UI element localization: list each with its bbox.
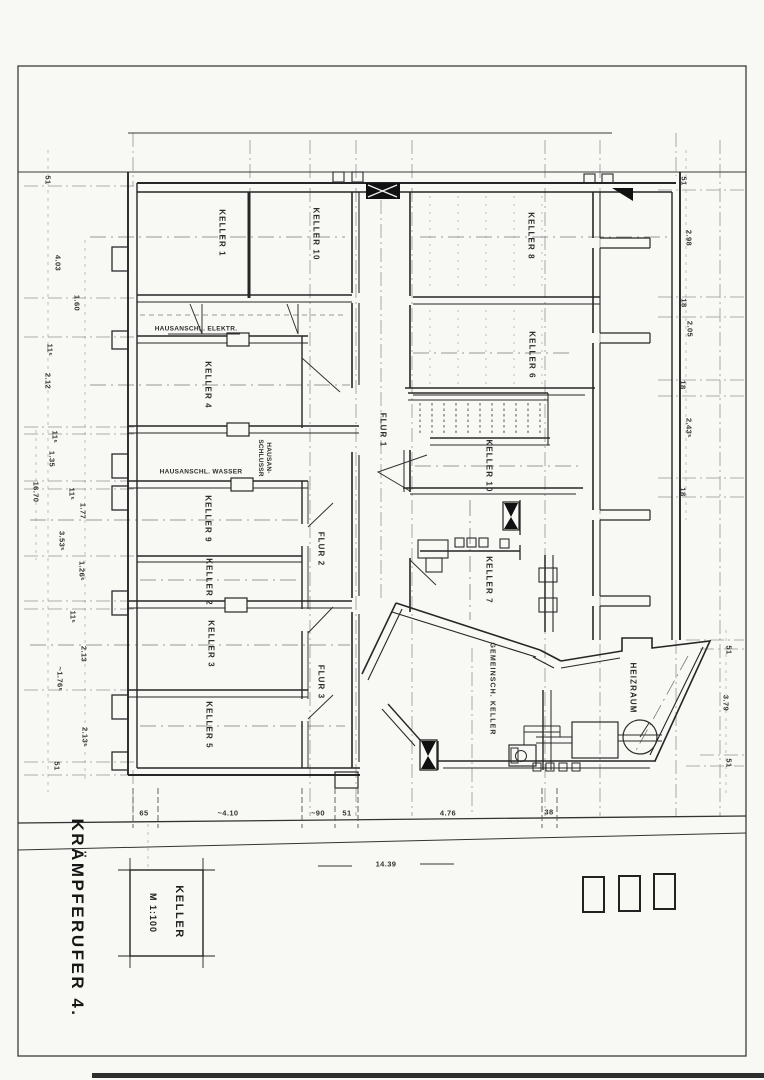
- dim-right-lower-0: 51: [724, 645, 734, 655]
- boiler-room-walls: [334, 602, 712, 789]
- dim-right-lower-1: 3.79: [721, 694, 731, 712]
- dimension-lines: [17, 333, 747, 867]
- room-label-keller-6: KELLER 6: [527, 331, 537, 379]
- small-fixtures: [332, 171, 614, 613]
- room-label-gemeinsch-keller: GEMEINSCH. KELLER: [488, 642, 496, 736]
- title-block-name: KELLER: [173, 885, 185, 939]
- room-label-keller-8: KELLER 8: [526, 212, 536, 260]
- boiler-equipment: [508, 719, 662, 772]
- dim-bottom-4: 4.76: [439, 808, 457, 818]
- room-label-keller-4: KELLER 4: [203, 361, 213, 409]
- wall-wedge: [612, 188, 633, 201]
- dim-left-1: 4.03: [53, 254, 63, 272]
- door-panels: [224, 332, 254, 613]
- dim-left-6: 1.35: [47, 450, 57, 468]
- staircase: [408, 392, 550, 446]
- room-label-flur-2: FLUR 2: [316, 531, 326, 567]
- dim-bottom-5: 38: [544, 807, 554, 817]
- dim-left-0: 51: [43, 175, 53, 185]
- dim-left-5: 11⁵: [50, 430, 60, 444]
- room-label-flur-1: FLUR 1: [378, 412, 388, 448]
- dim-right-5: 2.43⁵: [684, 417, 694, 439]
- sheet-title: KRÄMPFERUFER 4.: [68, 818, 87, 1018]
- label-hausanschlussraum-line1: HAUSAN-: [265, 442, 272, 474]
- joist-lines: [429, 196, 543, 384]
- dim-left-10: 1.26⁵: [77, 560, 87, 582]
- room-label-flur-3: FLUR 3: [316, 664, 326, 700]
- property-lines: [18, 132, 746, 173]
- label-hausanschluss-elektro: HAUSANSCHL. ELEKTR.: [154, 325, 238, 333]
- room-label-keller-3: KELLER 3: [206, 620, 216, 668]
- dim-left-3: 11⁵: [45, 343, 55, 357]
- chimney-symbol-bottom: [419, 739, 438, 771]
- interior-walls: [128, 192, 651, 768]
- dim-left-14: 2.13⁵: [80, 726, 90, 748]
- door-swings: [189, 303, 437, 720]
- room-label-keller-9: KELLER 9: [203, 495, 213, 543]
- title-block: [118, 858, 215, 968]
- room-label-keller-7: KELLER 7: [484, 556, 494, 604]
- label-hausanschlussraum: HAUSAN- SCHLUSSR: [256, 439, 272, 476]
- dim-bottom-3: 51: [342, 808, 352, 818]
- label-hausanschlussraum-line2: SCHLUSSR: [257, 439, 264, 477]
- room-label-keller-5: KELLER 5: [204, 701, 214, 749]
- dim-left-7: 11⁵: [67, 487, 77, 501]
- room-label-keller-10b: KELLER 10: [484, 439, 494, 493]
- chimney-symbol-top: [366, 183, 400, 199]
- dim-right-4: 18: [678, 380, 688, 390]
- dim-right-1: 2.98: [684, 229, 694, 247]
- dim-right-2: 18: [679, 298, 689, 308]
- label-hausanschluss-wasser: HAUSANSCHL. WASSER: [159, 468, 243, 476]
- dim-left-13: ~1.76⁵: [55, 666, 65, 692]
- dim-left-4: 2.12: [43, 372, 53, 390]
- dim-bottom-0: 65: [139, 808, 149, 818]
- dim-left-11: 11⁵: [68, 610, 78, 624]
- dim-left-8: 1.77: [78, 502, 88, 520]
- title-block-scale: M 1:100: [148, 892, 158, 934]
- room-centerlines: [30, 236, 689, 755]
- page-frame: [17, 65, 764, 1078]
- dim-right-6: 18: [678, 487, 688, 497]
- axis-lines: [24, 133, 744, 820]
- chimney-symbol-mid: [502, 501, 520, 531]
- dim-bottom-overall: 14.39: [375, 859, 397, 869]
- dim-bottom-2: ~90: [311, 808, 325, 818]
- dim-left-overall: 16.70: [31, 481, 41, 503]
- punch-marks: [582, 873, 676, 913]
- dim-bottom-1: ~4.10: [217, 808, 239, 818]
- room-label-keller-2: KELLER 2: [204, 558, 214, 606]
- dimension-chain-lines: [35, 150, 727, 868]
- room-label-heizraum: HEIZRAUM: [628, 662, 638, 714]
- dim-left-12: 2.13: [79, 645, 89, 663]
- room-label-keller-1: KELLER 1: [217, 209, 227, 257]
- dim-right-0: 51: [679, 176, 689, 186]
- dim-right-3: 2.05: [685, 320, 695, 338]
- dim-left-15: 51: [52, 761, 62, 771]
- dim-left-2: 1.60: [72, 294, 82, 312]
- room-label-keller-10: KELLER 10: [311, 207, 321, 261]
- dim-right-lower-2: 51: [724, 758, 734, 768]
- dim-left-9: 3.53⁵: [57, 530, 67, 552]
- wall-pilasters: [111, 246, 129, 771]
